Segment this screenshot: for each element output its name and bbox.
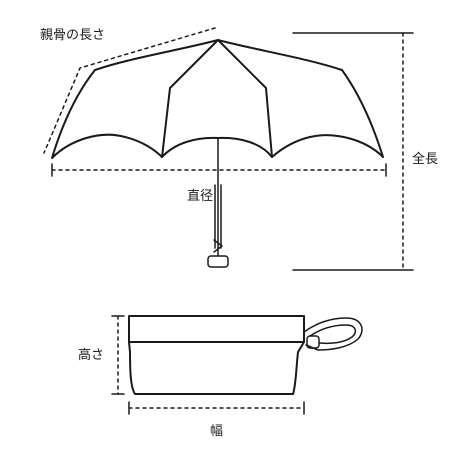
- rib-length-dashed-line: [43, 27, 216, 154]
- height-dashed-line: [111, 315, 125, 395]
- width-dashed-line: [128, 401, 305, 415]
- total-length-label: 全長: [412, 152, 439, 167]
- diameter-label: 直径: [187, 189, 214, 204]
- case-strap: [303, 317, 363, 351]
- rib-length-label: 親骨の長さ: [40, 28, 106, 43]
- width-label: 幅: [210, 424, 224, 439]
- total-length-indicator: [292, 32, 414, 271]
- umbrella-shaft: [214, 137, 222, 249]
- height-label: 高さ: [78, 348, 105, 363]
- diameter-dashed-line: [51, 163, 387, 177]
- folded-umbrella-case: [128, 315, 305, 395]
- umbrella-handle: [207, 239, 229, 268]
